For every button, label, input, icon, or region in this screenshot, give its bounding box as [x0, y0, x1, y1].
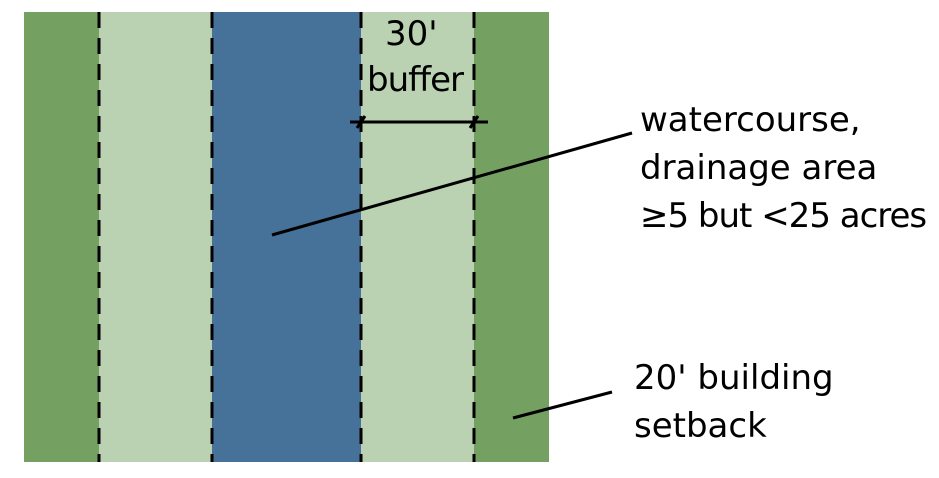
- buffer-zone-right: [361, 12, 474, 462]
- watercourse-label-line1: watercourse,: [640, 100, 861, 140]
- watercourse-label-line2: drainage area: [640, 148, 878, 188]
- setback-zone-right: [474, 12, 549, 462]
- buffer-label-line1: 30': [385, 14, 438, 54]
- setback-label-line1: 20' building: [634, 358, 834, 398]
- setback-zone-left: [24, 12, 99, 462]
- dimension-tick: [468, 115, 480, 129]
- setback-label-line2: setback: [634, 406, 767, 446]
- buffer-label-line2: buffer: [367, 60, 464, 100]
- watercourse-leader-line: [271, 131, 633, 237]
- dimension-tick: [355, 115, 367, 129]
- watercourse-label-line3: ≥5 but <25 acres: [640, 196, 927, 236]
- setback-leader-line: [512, 390, 613, 420]
- watercourse: [212, 12, 361, 462]
- buffer-zone-left: [99, 12, 212, 462]
